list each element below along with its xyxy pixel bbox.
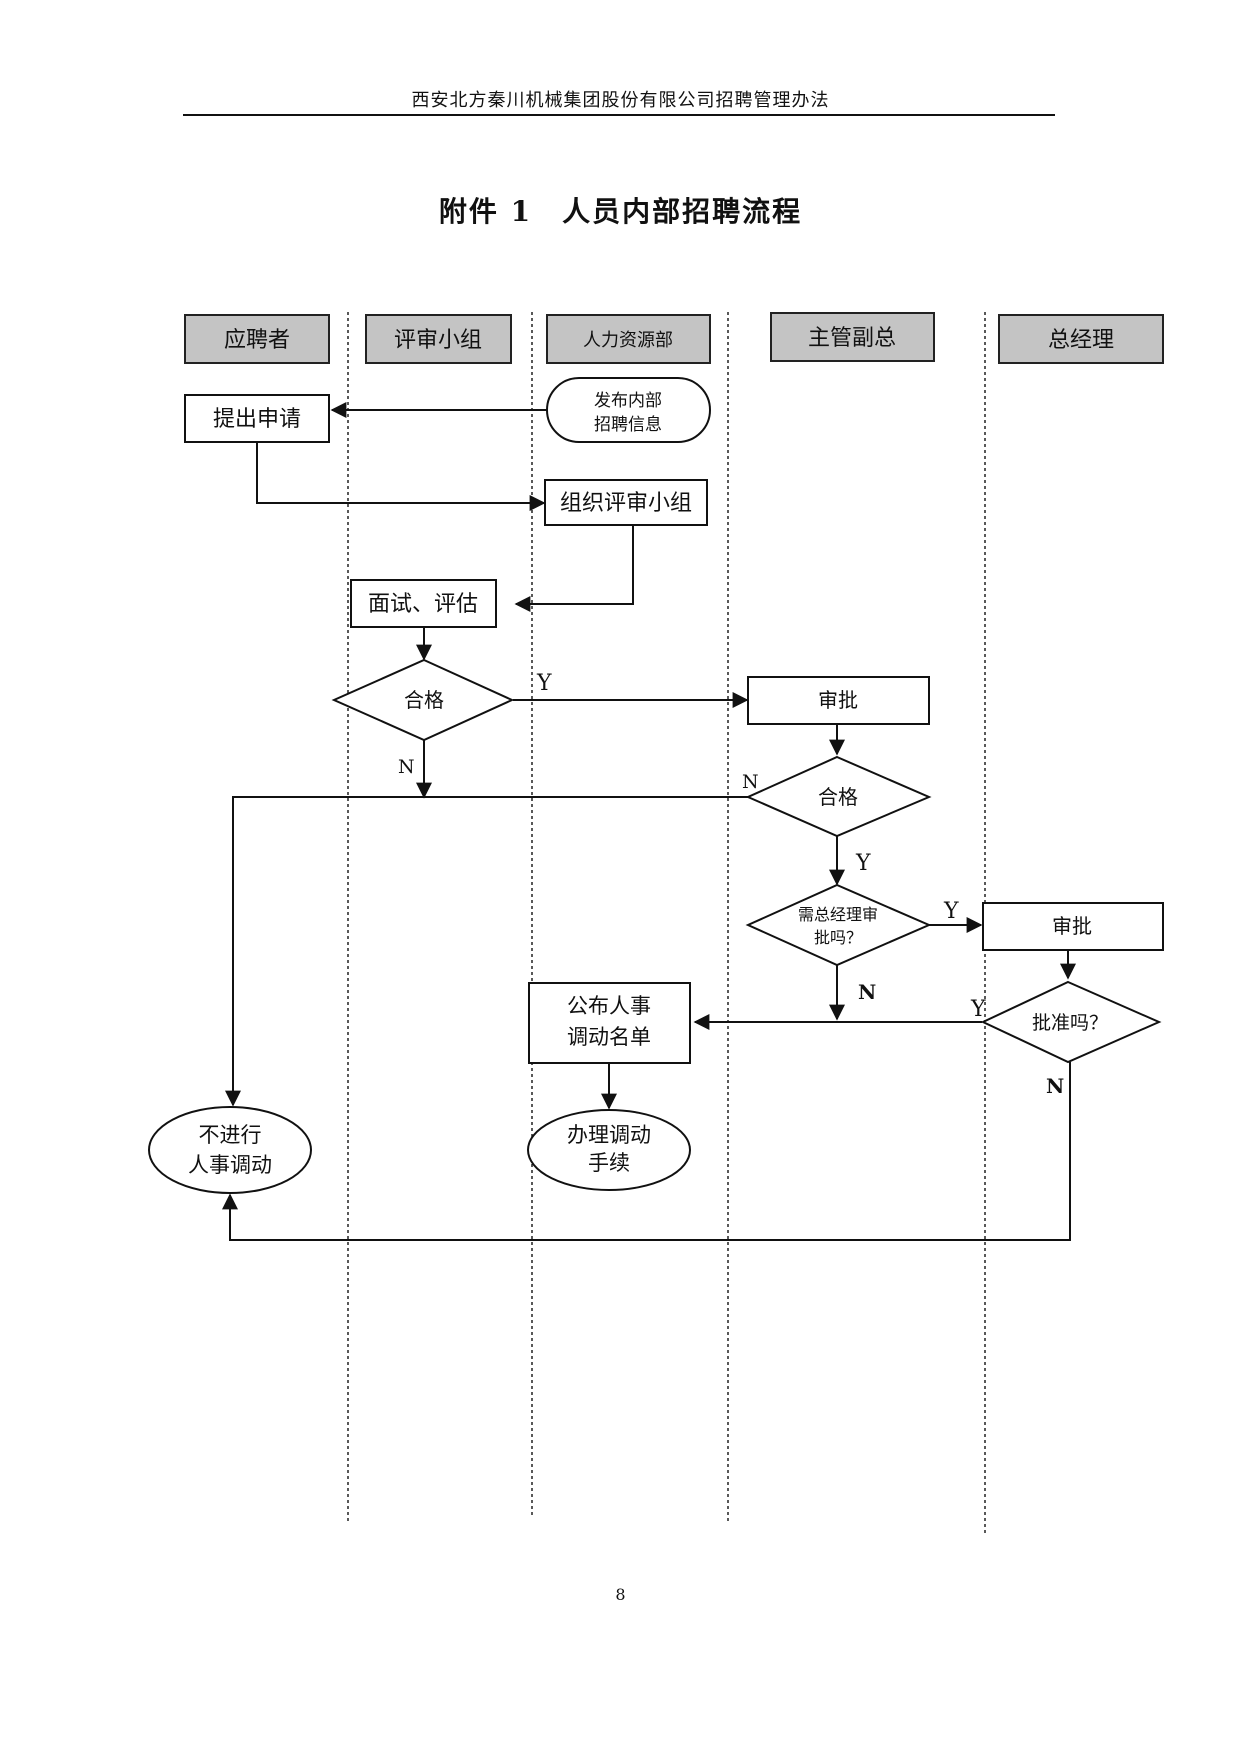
node-process-transfer <box>527 1109 691 1191</box>
label-no-transfer-1: 不进行 <box>199 1123 262 1147</box>
node-need-gm <box>745 883 932 967</box>
edge-label-vp-no: N <box>742 771 759 793</box>
lane-header-gm <box>998 314 1164 364</box>
label-need-gm-1: 需总经理审 <box>798 905 878 924</box>
label-vp-approve: 审批 <box>818 688 858 712</box>
edge-labels: Y N N Y Y N Y N <box>398 671 1064 1098</box>
lane-header-hr <box>546 314 711 364</box>
lane-headers: 应聘者 评审小组 人力资源部 主管副总 总经理 <box>184 312 1164 364</box>
edge-label-panel-no: N <box>398 756 415 778</box>
edge-label-need-gm-no: N <box>858 980 876 1004</box>
label-announce-2: 调动名单 <box>567 1025 651 1049</box>
label-process-transfer-1: 办理调动 <box>567 1123 651 1147</box>
node-vp-approve <box>747 676 930 725</box>
edge-apply-to-organize <box>256 442 546 511</box>
edge-gm-no-to-end <box>222 1062 1071 1241</box>
label-gm-approve: 审批 <box>1052 914 1092 938</box>
header-rule <box>183 114 1055 116</box>
edge-organize-to-interview <box>514 525 634 612</box>
lane-header-panel <box>365 314 512 364</box>
connectors <box>222 402 1076 1241</box>
page-title: 附件 1 人员内部招聘流程 <box>438 195 803 228</box>
lane-separators <box>347 312 986 1535</box>
node-vp-qualified <box>745 755 932 838</box>
node-organize-panel <box>544 479 708 526</box>
lane-label-hr: 人力资源部 <box>583 330 673 351</box>
label-organize-panel: 组织评审小组 <box>560 491 692 516</box>
label-panel-qualified: 合格 <box>404 688 444 712</box>
document-header: 西安北方秦川机械集团股份有限公司招聘管理办法 <box>411 90 830 111</box>
node-gm-approve <box>982 902 1164 951</box>
node-interview <box>350 579 497 628</box>
edge-label-need-gm-yes: Y <box>943 899 959 924</box>
edge-vp-no-to-end <box>225 796 748 1107</box>
label-vp-qualified: 合格 <box>818 785 858 809</box>
edge-label-vp-yes: Y <box>855 851 871 876</box>
edge-label-panel-yes: Y <box>536 671 552 696</box>
node-no-transfer <box>148 1106 312 1194</box>
label-interview: 面试、评估 <box>368 592 478 617</box>
lane-label-panel: 评审小组 <box>394 328 482 353</box>
node-panel-qualified <box>331 658 515 742</box>
label-announce-1: 公布人事 <box>567 994 651 1018</box>
lane-label-gm: 总经理 <box>1048 328 1114 353</box>
node-publish-info <box>546 377 711 443</box>
lane-label-applicant: 应聘者 <box>224 328 290 353</box>
node-announce <box>528 982 691 1064</box>
nodes <box>148 377 1164 1194</box>
label-process-transfer-2: 手续 <box>588 1151 630 1175</box>
node-labels: 发布内部 招聘信息 提出申请 组织评审小组 面试、评估 合格 审批 合格 需总经… <box>188 391 1108 1177</box>
lane-header-vp <box>770 312 935 362</box>
edge-label-gm-no: N <box>1046 1074 1064 1098</box>
label-submit-application: 提出申请 <box>213 407 301 432</box>
label-publish-info-2: 招聘信息 <box>594 415 662 435</box>
node-submit-application <box>184 394 330 443</box>
page-number: 8 <box>615 1585 626 1604</box>
label-publish-info-1: 发布内部 <box>594 391 662 411</box>
label-gm-approved: 批准吗？ <box>1032 1012 1108 1034</box>
edge-label-gm-yes: Y <box>970 997 986 1022</box>
lane-label-vp: 主管副总 <box>808 326 896 351</box>
lane-header-applicant <box>184 314 330 364</box>
label-need-gm-2: 批吗？ <box>814 928 862 947</box>
label-no-transfer-2: 人事调动 <box>188 1153 272 1177</box>
node-gm-approved <box>980 980 1162 1064</box>
